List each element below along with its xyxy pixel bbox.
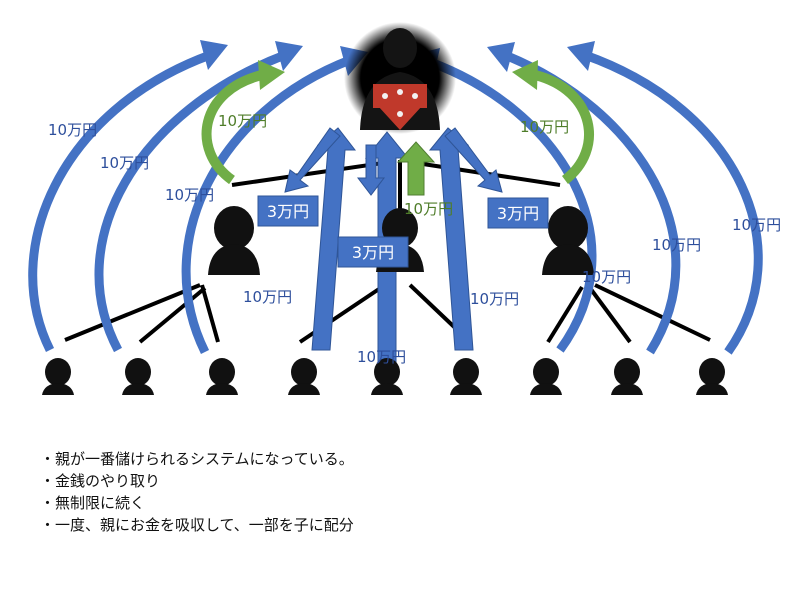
line-right-3 [594, 283, 711, 342]
down-arrow-right [444, 127, 503, 193]
arc-arrow-6 [583, 50, 763, 355]
note-item: ・親が一番儲けられるシステムになっている。 [40, 450, 354, 468]
line-left-1 [64, 283, 201, 342]
person-head-icon [696, 358, 728, 395]
line-left-2 [138, 286, 207, 344]
child-node-right [542, 206, 594, 275]
line-center-1 [298, 283, 387, 344]
note-item: ・一度、親にお金を吸収して、一部を子に配分 [40, 516, 354, 534]
grandchild-nodes [42, 358, 728, 395]
amount-label-green: 10万円 [520, 118, 569, 136]
green-arc-arrows [201, 60, 594, 185]
line-top-left [231, 160, 391, 187]
amount-label: 10万円 [652, 236, 701, 254]
arc-arrowhead-6 [567, 41, 595, 71]
amount-label: 10万円 [100, 154, 149, 172]
line-left-3 [200, 284, 220, 343]
line-right-1 [546, 285, 584, 344]
down-arrow-left [284, 127, 341, 193]
person-head-icon [206, 358, 238, 395]
line-right-2 [588, 286, 632, 344]
amount-label: 10万円 [732, 216, 781, 234]
note-item: ・無制限に続く [40, 494, 146, 512]
note-item: ・金銭のやり取り [40, 472, 161, 490]
pyramid-money-flow-diagram: 3万円 3万円 3万円 10万円 10万円 10万円 10万円 10万円 10万… [28, 22, 781, 395]
amount-label: 10万円 [243, 288, 292, 306]
parent-node [344, 22, 456, 134]
amount-label-green: 10万円 [218, 112, 267, 130]
down-arrows [284, 127, 503, 196]
person-head-icon [611, 358, 643, 395]
green-arrowhead-left [258, 60, 285, 90]
green-up-arrow-center [396, 141, 436, 196]
child-node-left [208, 206, 260, 275]
down-arrow-center [356, 144, 386, 196]
person-head-icon [530, 358, 562, 395]
blue-arc-arrows [28, 40, 763, 355]
amount-label: 10万円 [582, 268, 631, 286]
arc-arrow-4 [428, 57, 597, 353]
green-arrowhead-right [512, 60, 538, 90]
amount-label: 10万円 [165, 186, 214, 204]
arc-arrowhead-5 [487, 42, 515, 72]
amount-label: 10万円 [470, 290, 519, 308]
amount-box-left: 3万円 [257, 195, 319, 227]
arc-arrow-3 [181, 55, 352, 354]
person-head-icon [450, 358, 482, 395]
notes-list: ・親が一番儲けられるシステムになっている。 ・金銭のやり取り ・無制限に続く ・… [40, 448, 354, 536]
amount-label-green: 10万円 [404, 200, 453, 218]
amount-box-center: 3万円 [337, 236, 409, 268]
hierarchy-lines [64, 160, 711, 344]
green-arc-right [533, 70, 594, 184]
person-head-icon [542, 206, 594, 275]
arc-arrowhead-1 [200, 40, 228, 70]
person-head-icon [371, 358, 403, 395]
amount-box-left-label: 3万円 [267, 202, 309, 221]
arc-arrowhead-2 [275, 41, 303, 71]
amount-box-right-label: 3万円 [497, 204, 539, 223]
person-head-icon [122, 358, 154, 395]
masked-person-icon [360, 28, 440, 130]
person-head-icon [208, 206, 260, 275]
person-head-icon [288, 358, 320, 395]
amount-box-right: 3万円 [487, 197, 549, 229]
amount-box-center-label: 3万円 [352, 243, 394, 262]
arc-arrow-1 [28, 50, 212, 353]
up-arrow-right [428, 127, 474, 351]
person-head-icon [42, 358, 74, 395]
amount-label: 10万円 [357, 348, 406, 366]
amount-label: 10万円 [48, 121, 97, 139]
green-arc-left [201, 70, 264, 185]
arc-arrow-2 [94, 50, 287, 353]
